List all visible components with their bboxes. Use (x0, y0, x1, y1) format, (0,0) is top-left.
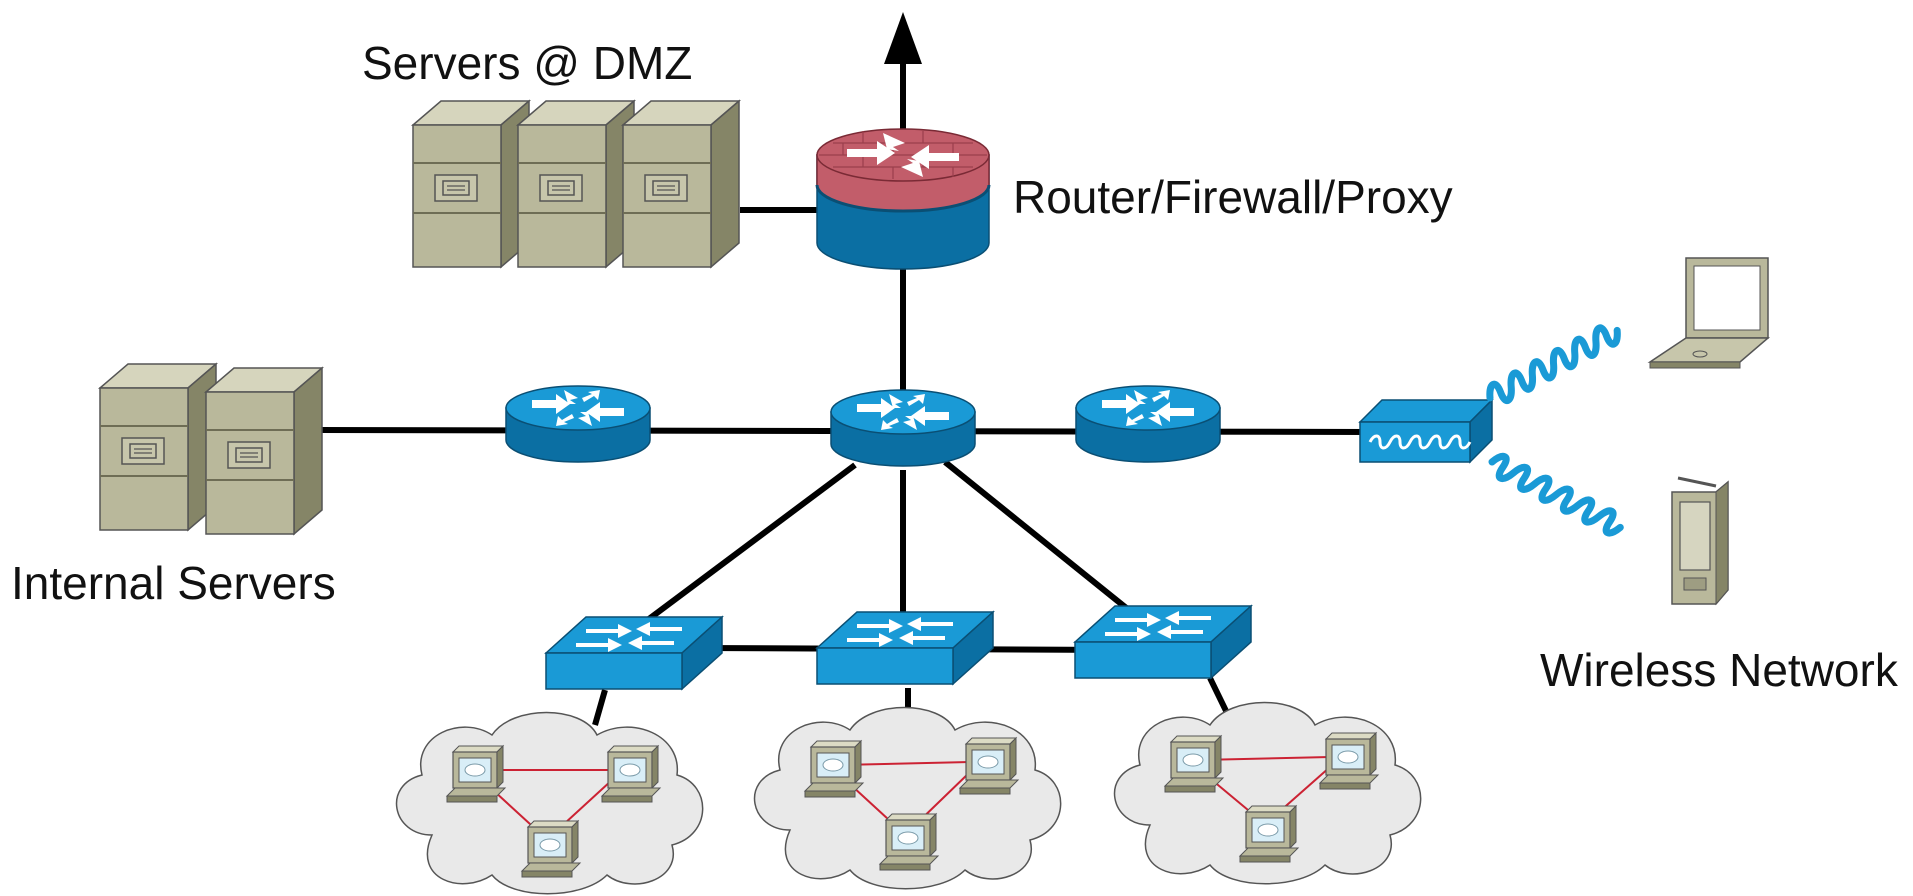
workstation-icon (804, 740, 864, 798)
dmz-server-icon (517, 100, 635, 268)
dmz-server-icon (412, 100, 530, 268)
workstation-icon (959, 737, 1019, 795)
dmz-servers (412, 100, 740, 268)
wireless-signal-icon (1485, 321, 1622, 407)
internal-servers-label: Internal Servers (11, 557, 336, 609)
router-firewall-label: Router/Firewall/Proxy (1013, 171, 1453, 223)
switch-right-to-lan (1207, 676, 1231, 717)
wireless-network-label: Wireless Network (1540, 644, 1898, 696)
internal-server-icon (205, 367, 323, 535)
workstation-icon (446, 745, 506, 803)
dmz-server-icon (622, 100, 740, 268)
workstation-icon (1319, 732, 1379, 790)
core-router-icon (830, 389, 976, 467)
internal-server-icon (99, 363, 217, 531)
internal-servers (99, 363, 323, 535)
firewall-router-icon (815, 128, 991, 270)
access-point-icon (1358, 398, 1494, 464)
lan-cloud-center (753, 706, 1062, 890)
switch-right-icon (1074, 605, 1252, 679)
laptop-icon (1647, 257, 1771, 369)
workstation-icon (1164, 735, 1224, 793)
switch-left-to-lan (592, 689, 608, 726)
router-left-icon (505, 385, 651, 463)
workstation-icon (521, 820, 581, 878)
core-to-switch-right (943, 459, 1137, 618)
dmz-servers-label: Servers @ DMZ (362, 37, 693, 89)
workstation-icon (879, 813, 939, 871)
switch-center-icon (816, 611, 994, 685)
router-right-icon (1075, 385, 1221, 463)
workstation-icon (601, 745, 661, 803)
wireless-signal-icon (1487, 453, 1625, 537)
pda-icon (1671, 476, 1729, 606)
lan-cloud-left (395, 711, 704, 895)
lan-cloud-right (1113, 701, 1422, 885)
switch-left-icon (545, 616, 723, 690)
workstation-icon (1239, 805, 1299, 863)
internet-arrow-icon (884, 12, 922, 64)
